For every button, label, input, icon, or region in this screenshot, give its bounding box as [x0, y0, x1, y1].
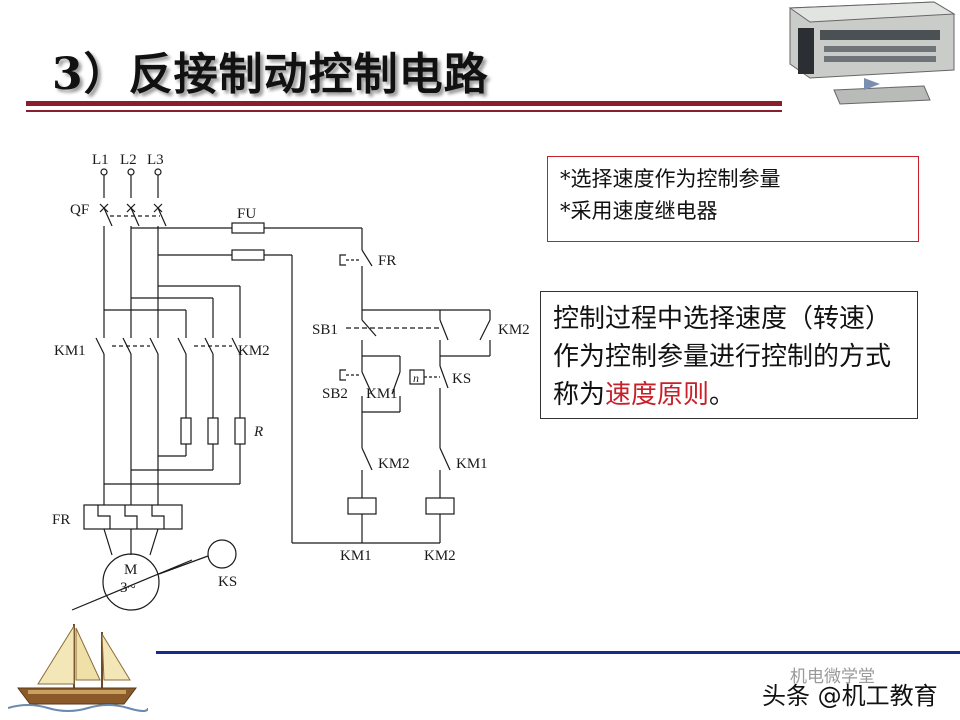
watermark-channel: 机电微学堂 — [790, 667, 875, 687]
label-qf: QF — [70, 202, 89, 218]
label-fr-control: FR — [378, 253, 396, 269]
slide-title: 3）反接制动控制电路 — [52, 49, 489, 100]
label-km1-interlock: KM1 — [456, 456, 488, 472]
label-motor-m: M — [124, 562, 137, 578]
label-sb1: SB1 — [312, 322, 338, 338]
label-l3: L3 — [147, 152, 164, 168]
definition-box: 控制过程中选择速度（转速）作为控制参量进行控制的方式称为速度原则。 — [540, 291, 918, 419]
note-line-1: *选择速度作为控制参量 — [560, 167, 781, 191]
label-km2-interlock: KM2 — [378, 456, 410, 472]
label-ks-main: KS — [218, 574, 237, 590]
sailboat-icon — [8, 624, 148, 712]
definition-text: 控制过程中选择速度（转速）作为控制参量进行控制的方式称为 — [553, 304, 892, 410]
label-ks-control: KS — [452, 371, 471, 387]
label-fr-main: FR — [52, 512, 70, 528]
plc-module-image — [784, 0, 960, 110]
label-ks-symbol: n — [413, 371, 419, 385]
label-l2: L2 — [120, 152, 137, 168]
title-rule-thin — [26, 110, 782, 112]
label-motor-3phase: 3~ — [120, 580, 136, 596]
label-km2-main: KM2 — [238, 343, 270, 359]
label-km1-hold: KM1 — [366, 386, 398, 402]
label-sb2: SB2 — [322, 386, 348, 402]
label-l1: L1 — [92, 152, 109, 168]
definition-end: 。 — [709, 380, 736, 410]
note-line-2: *采用速度继电器 — [560, 199, 718, 223]
label-km1-main: KM1 — [54, 343, 86, 359]
label-resistor: R — [253, 424, 263, 440]
label-km2-hold: KM2 — [498, 322, 530, 338]
footer-rule — [156, 651, 960, 654]
title-rule — [26, 101, 782, 106]
label-coil-km2: KM2 — [424, 548, 456, 564]
label-coil-km1: KM1 — [340, 548, 372, 564]
watermark-source: 头条 @机工教育 — [762, 682, 938, 710]
definition-highlight: 速度原则 — [605, 380, 710, 410]
note-box: *选择速度作为控制参量 *采用速度继电器 — [547, 156, 919, 242]
label-fu: FU — [237, 206, 256, 222]
